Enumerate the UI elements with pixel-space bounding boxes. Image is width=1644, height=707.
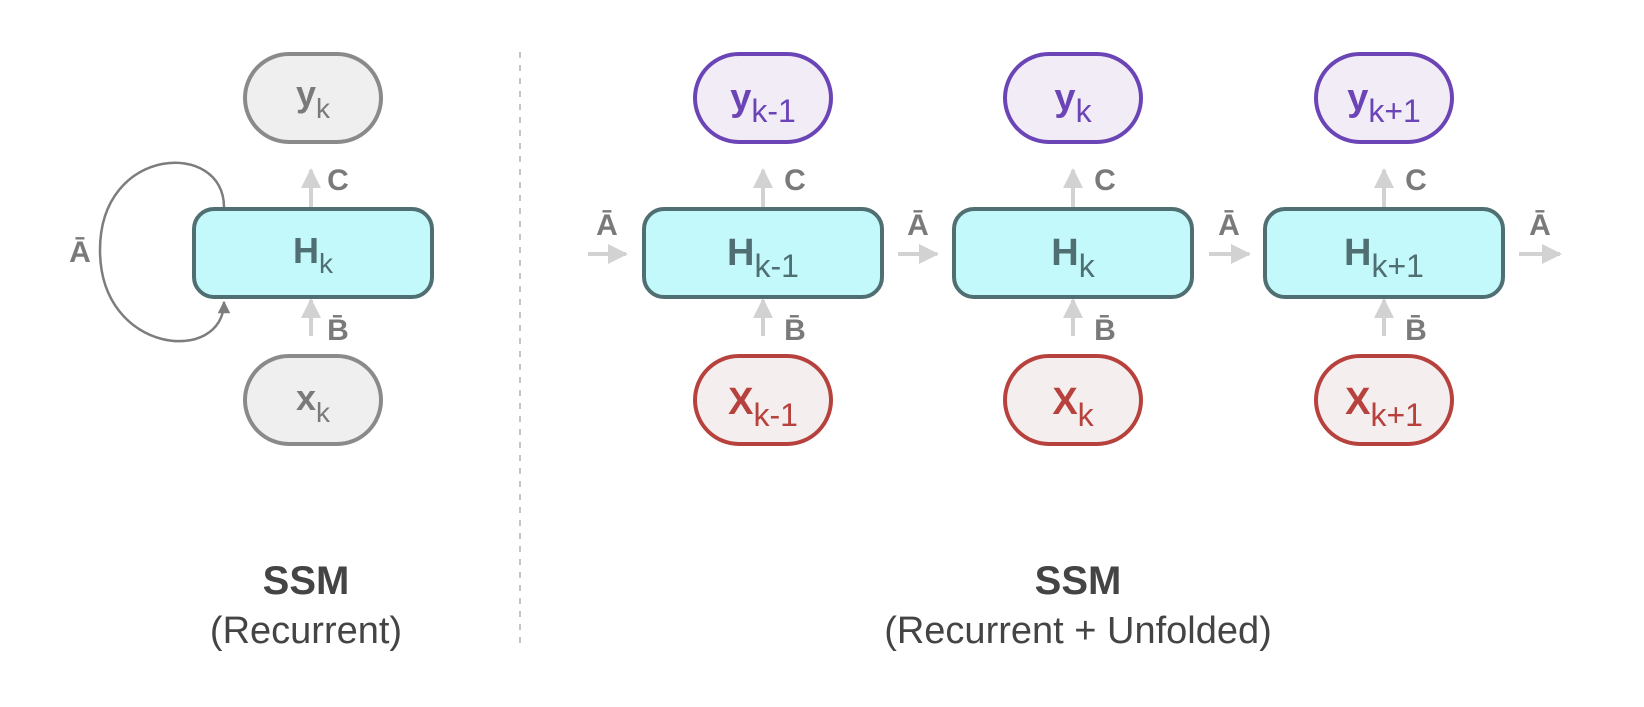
transition-label-1: Ā xyxy=(596,209,618,242)
output-label: C xyxy=(1094,164,1116,197)
svg-text:Hk: Hk xyxy=(293,230,334,279)
output-node: yk xyxy=(1003,52,1143,144)
input-node-shape xyxy=(1314,354,1454,446)
unfolded-step-1: C B̄ yk-1Hk-1Xk-1 xyxy=(642,52,884,446)
output-label: C xyxy=(1405,164,1427,197)
input-node: Xk-1 xyxy=(693,354,833,446)
input-node-shape xyxy=(1003,354,1143,446)
right-title: SSM xyxy=(1035,559,1122,603)
input-node: Xk+1 xyxy=(1314,354,1454,446)
output-node: yk+1 xyxy=(1314,52,1454,144)
left-panel: Ā C B̄ yk Hk xk SSM (Recur xyxy=(69,52,434,652)
output-label: C xyxy=(784,164,806,197)
node-label: Hk+1 xyxy=(1344,232,1424,284)
transition-label-4: Ā xyxy=(1529,209,1551,242)
left-subtitle: (Recurrent) xyxy=(210,610,402,652)
input-node: Xk xyxy=(1003,354,1143,446)
svg-text:yk: yk xyxy=(296,73,331,124)
input-label: B̄ xyxy=(1405,314,1427,347)
hidden-node-hk: Hk xyxy=(192,207,434,299)
output-node-shape xyxy=(1314,52,1454,144)
loop-label: Ā xyxy=(69,236,91,269)
right-subtitle: (Recurrent + Unfolded) xyxy=(884,610,1272,652)
node-label: Xk xyxy=(1052,381,1094,433)
output-node: yk-1 xyxy=(693,52,833,144)
left-title: SSM xyxy=(263,559,350,603)
svg-text:xk: xk xyxy=(296,377,331,428)
output-node-yk: yk xyxy=(243,52,383,144)
node-label: yk-1 xyxy=(730,77,796,129)
transition-label-2: Ā xyxy=(907,209,929,242)
recurrence-loop-arrow xyxy=(98,161,231,343)
node-label: Hk xyxy=(1051,232,1095,284)
node-label: yk+1 xyxy=(1347,77,1421,129)
node-label: Xk-1 xyxy=(728,381,798,433)
output-node-shape xyxy=(693,52,833,144)
node-label: yk xyxy=(1054,77,1092,129)
hidden-node: Hk xyxy=(952,207,1194,299)
hidden-node-shape xyxy=(952,207,1194,299)
output-label: C xyxy=(327,164,349,197)
input-label: B̄ xyxy=(327,314,349,347)
hidden-node: Hk-1 xyxy=(642,207,884,299)
node-label: Hk-1 xyxy=(727,232,799,284)
output-node-shape xyxy=(1003,52,1143,144)
hidden-node-shape xyxy=(642,207,884,299)
hidden-node: Hk+1 xyxy=(1263,207,1505,299)
node-label: Xk+1 xyxy=(1345,381,1423,433)
input-node-xk: xk xyxy=(243,354,383,446)
unfolded-step-3: C B̄ yk+1Hk+1Xk+1 xyxy=(1263,52,1505,446)
transition-label-3: Ā xyxy=(1218,209,1240,242)
input-node-shape xyxy=(693,354,833,446)
input-label: B̄ xyxy=(784,314,806,347)
input-label: B̄ xyxy=(1094,314,1116,347)
hidden-node-shape xyxy=(1263,207,1505,299)
right-panel: SSM (Recurrent + Unfolded) C B̄ yk-1Hk-1Xk… xyxy=(588,52,1562,652)
